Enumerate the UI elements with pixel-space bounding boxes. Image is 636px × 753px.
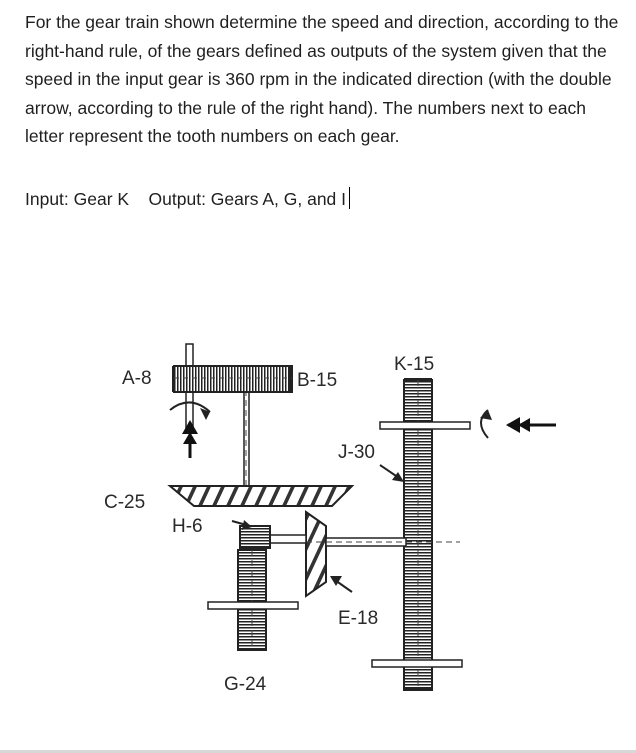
label-b: B-15 [297,370,337,391]
gear-h [239,525,271,549]
input-arrow-a [169,401,211,458]
text-cursor [349,187,351,209]
label-h: H-6 [172,516,203,537]
gear-c [167,485,355,507]
label-e: E-18 [338,608,378,629]
input-text: Input: Gear K [25,189,130,209]
shaft-e [306,537,460,547]
gear-g [237,549,267,651]
label-g: G-24 [224,674,267,695]
gear-e [305,510,327,598]
label-c: C-25 [104,492,145,513]
io-line: Input: Gear K Output: Gears A, G, and I [25,186,351,212]
output-text: Output: Gears A, G, and I [148,189,347,209]
label-j: J-30 [338,442,375,463]
gear-ab [172,365,293,393]
page-bottom-border [0,750,636,753]
label-a: A-8 [122,368,152,389]
leader-arrows [231,464,404,593]
gear-k [403,378,433,691]
shaft-k-bottom [371,659,463,668]
shaft-g [207,601,299,610]
gear-train-diagram: A-8 B-15 K-15 J-30 C-25 H-6 E-18 G-24 [104,343,556,695]
shaft-k-top [379,409,556,439]
problem-statement: For the gear train shown determine the s… [25,12,619,147]
label-k: K-15 [394,354,434,375]
